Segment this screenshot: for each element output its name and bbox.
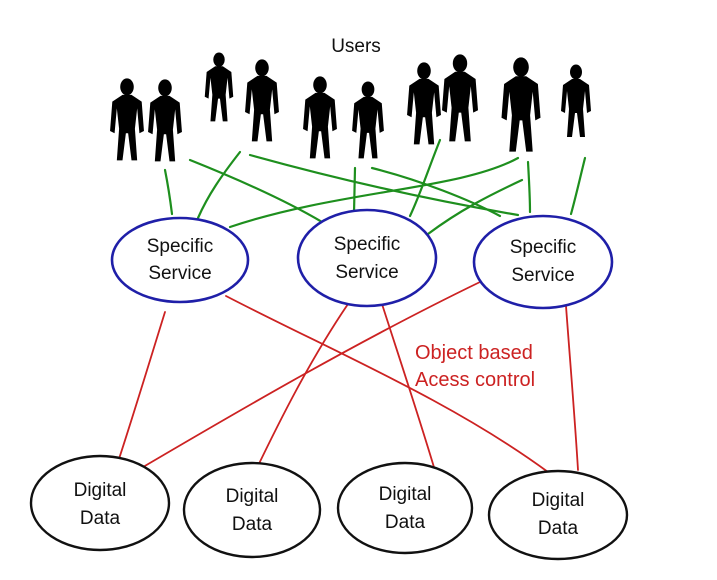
annotation-line1: Object based	[415, 342, 533, 364]
data-node[interactable]: Digital Data	[487, 469, 629, 561]
service-label-line1: Specific	[510, 237, 577, 258]
service-label-line1: Specific	[147, 236, 214, 257]
user-link	[352, 166, 357, 215]
user-service-links	[163, 138, 587, 236]
user-link	[196, 150, 242, 220]
data-node[interactable]: Digital Data	[182, 461, 322, 559]
user-link	[408, 138, 442, 218]
user-link	[228, 156, 520, 229]
data-label-line1: Digital	[532, 490, 585, 511]
data-label-line2: Data	[538, 518, 579, 539]
service-label-line2: Service	[148, 263, 211, 284]
access-link	[117, 311, 166, 463]
service-label-line1: Specific	[334, 234, 401, 255]
service-label-line2: Service	[335, 262, 398, 283]
user-link	[569, 156, 587, 216]
service-node[interactable]: Specific Service	[472, 214, 614, 310]
user-link	[426, 178, 524, 236]
user-figure-icon	[110, 78, 144, 161]
service-label-line2: Service	[511, 265, 574, 286]
data-label-line2: Data	[385, 512, 426, 533]
access-link	[254, 303, 349, 473]
access-control-links	[117, 281, 579, 475]
data-label-line1: Digital	[226, 486, 279, 507]
data-node[interactable]: Digital Data	[29, 454, 171, 552]
users-group	[110, 52, 591, 162]
user-figure-icon	[442, 54, 478, 142]
user-figure-icon	[245, 59, 279, 142]
service-node[interactable]: Specific Service	[110, 216, 250, 304]
access-link	[137, 281, 481, 471]
user-link	[163, 168, 174, 216]
user-figure-icon	[407, 62, 441, 145]
data-label-line2: Data	[232, 514, 273, 535]
access-link	[225, 295, 549, 473]
data-label-line1: Digital	[379, 484, 432, 505]
user-link	[526, 160, 532, 214]
users-label: Users	[331, 36, 381, 57]
annotation-line2: Acess control	[415, 369, 535, 391]
user-figure-icon	[303, 76, 337, 159]
user-figure-icon	[561, 64, 591, 137]
user-figure-icon	[148, 79, 182, 162]
data-node[interactable]: Digital Data	[336, 461, 474, 555]
user-figure-icon	[352, 81, 384, 159]
service-node[interactable]: Specific Service	[296, 208, 438, 308]
user-link	[188, 158, 324, 224]
access-link	[565, 305, 579, 471]
user-link	[370, 166, 502, 218]
data-label-line1: Digital	[74, 480, 127, 501]
access-link	[381, 303, 437, 475]
data-label-line2: Data	[80, 508, 121, 529]
user-figure-icon	[501, 57, 541, 152]
user-figure-icon	[204, 52, 234, 122]
